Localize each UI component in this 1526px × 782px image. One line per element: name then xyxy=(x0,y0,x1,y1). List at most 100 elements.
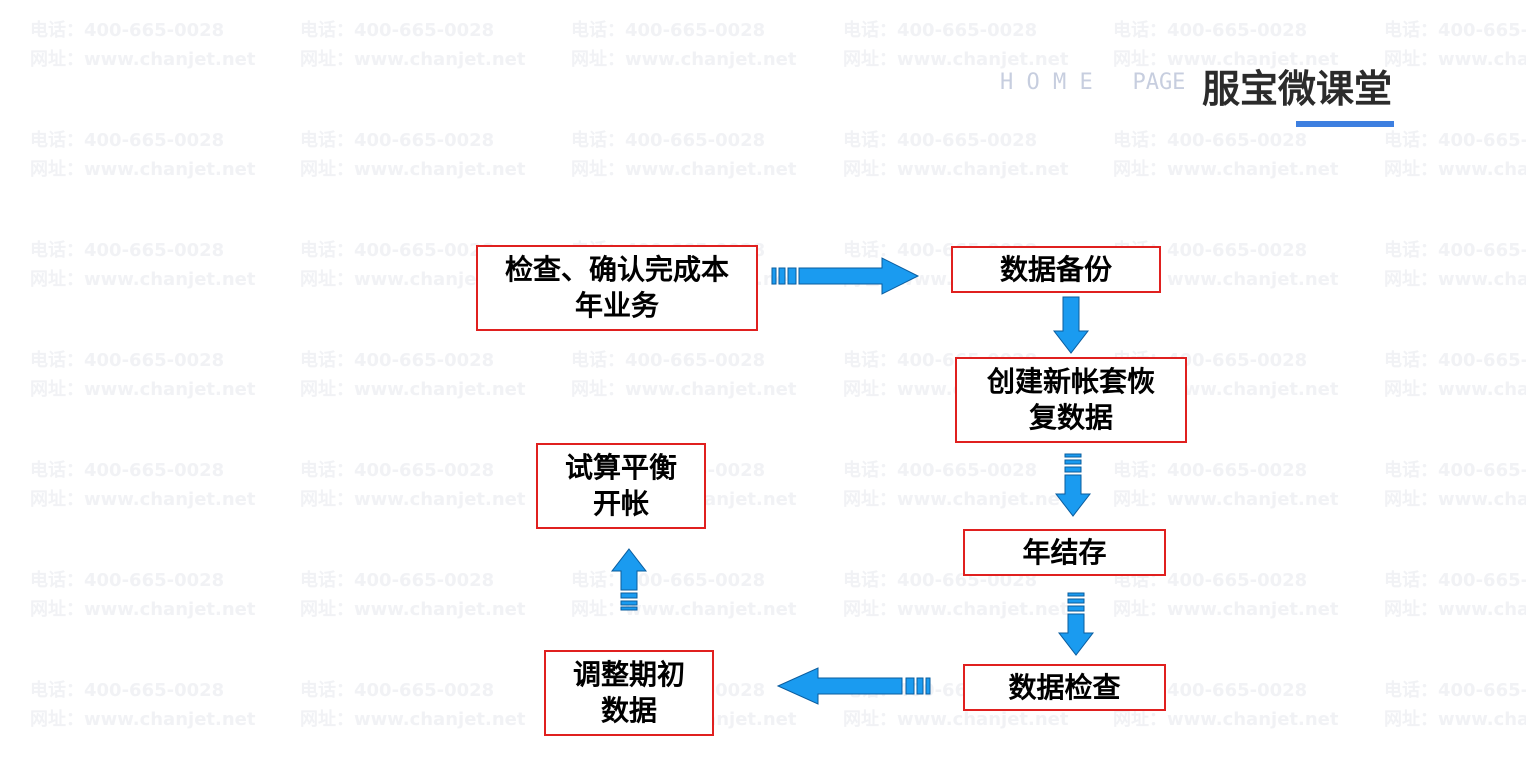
watermark-site: 网址：www.chanjet.net xyxy=(571,379,797,400)
watermark-tile: 电话：400-665-0028 网址：www.chanjet.net xyxy=(300,676,525,734)
step-create-restore-line1: 创建新帐套恢 xyxy=(986,365,1155,398)
watermark-phone: 电话：400-665-0028 xyxy=(300,570,495,591)
arrow-down-icon xyxy=(1054,453,1092,517)
watermark-tile: 电话：400-665-0028 网址：www.chanjet.net xyxy=(571,346,796,404)
watermark-tile: 电话：400-665-0028 网址：www.chanjet.net xyxy=(1384,126,1526,184)
step-adjust-opening-line2: 数据 xyxy=(600,694,657,727)
watermark-site: 网址：www.chanjet.net xyxy=(1113,599,1339,620)
arrow-down-icon xyxy=(1057,592,1095,656)
watermark-phone: 电话：400-665-0028 xyxy=(1384,350,1526,371)
step-adjust-opening: 调整期初 数据 xyxy=(544,650,714,736)
watermark-tile: 电话：400-665-0028 网址：www.chanjet.net xyxy=(30,346,255,404)
watermark-phone: 电话：400-665-0028 xyxy=(1384,20,1526,41)
watermark-tile: 电话：400-665-0028 网址：www.chanjet.net xyxy=(30,16,255,74)
watermark-site: 网址：www.chanjet.net xyxy=(1384,709,1526,730)
watermark-phone: 电话：400-665-0028 xyxy=(1384,240,1526,261)
step-trial-balance-line1: 试算平衡 xyxy=(564,451,677,484)
watermark-site: 网址：www.chanjet.net xyxy=(571,159,797,180)
step-data-check: 数据检查 xyxy=(963,664,1166,711)
watermark-phone: 电话：400-665-0028 xyxy=(300,130,495,151)
watermark-tile: 电话：400-665-0028 网址：www.chanjet.net xyxy=(1384,236,1526,294)
step-create-restore-line2: 复数据 xyxy=(1028,401,1113,434)
watermark-site: 网址：www.chanjet.net xyxy=(300,49,526,70)
watermark-site: 网址：www.chanjet.net xyxy=(1384,49,1526,70)
watermark-phone: 电话：400-665-0028 xyxy=(1384,130,1526,151)
watermark-phone: 电话：400-665-0028 xyxy=(1384,570,1526,591)
watermark-phone: 电话：400-665-0028 xyxy=(571,570,766,591)
watermark-site: 网址：www.chanjet.net xyxy=(30,49,256,70)
watermark-phone: 电话：400-665-0028 xyxy=(30,130,225,151)
title-underline xyxy=(1296,121,1394,127)
watermark-phone: 电话：400-665-0028 xyxy=(30,460,225,481)
watermark-tile: 电话：400-665-0028 网址：www.chanjet.net xyxy=(843,126,1068,184)
watermark-site: 网址：www.chanjet.net xyxy=(1384,159,1526,180)
watermark-phone: 电话：400-665-0028 xyxy=(30,680,225,701)
watermark-phone: 电话：400-665-0028 xyxy=(1384,680,1526,701)
step-check-business-line2: 年业务 xyxy=(574,289,659,322)
watermark-phone: 电话：400-665-0028 xyxy=(1113,130,1308,151)
home-page-label: H O M E PAGE xyxy=(1000,70,1186,95)
page-title: 服宝微课堂 xyxy=(1202,67,1393,111)
watermark-tile: 电话：400-665-0028 网址：www.chanjet.net xyxy=(30,456,255,514)
watermark-site: 网址：www.chanjet.net xyxy=(30,379,256,400)
watermark-site: 网址：www.chanjet.net xyxy=(843,599,1069,620)
watermark-phone: 电话：400-665-0028 xyxy=(843,460,1038,481)
watermark-site: 网址：www.chanjet.net xyxy=(1384,269,1526,290)
watermark-site: 网址：www.chanjet.net xyxy=(1384,489,1526,510)
watermark-phone: 电话：400-665-0028 xyxy=(843,20,1038,41)
watermark-site: 网址：www.chanjet.net xyxy=(30,159,256,180)
step-year-end: 年结存 xyxy=(963,529,1166,576)
watermark-phone: 电话：400-665-0028 xyxy=(300,680,495,701)
step-trial-balance-line2: 开帐 xyxy=(592,487,649,520)
watermark-site: 网址：www.chanjet.net xyxy=(30,489,256,510)
step-year-end-label: 年结存 xyxy=(1022,535,1107,569)
watermark-site: 网址：www.chanjet.net xyxy=(300,159,526,180)
watermark-tile: 电话：400-665-0028 网址：www.chanjet.net xyxy=(1384,676,1526,734)
watermark-tile: 电话：400-665-0028 网址：www.chanjet.net xyxy=(1384,16,1526,74)
arrow-left-icon xyxy=(776,667,931,705)
watermark-phone: 电话：400-665-0028 xyxy=(1384,460,1526,481)
watermark-site: 网址：www.chanjet.net xyxy=(300,709,526,730)
watermark-phone: 电话：400-665-0028 xyxy=(300,350,495,371)
step-create-restore: 创建新帐套恢 复数据 xyxy=(955,357,1187,443)
watermark-site: 网址：www.chanjet.net xyxy=(30,599,256,620)
watermark-phone: 电话：400-665-0028 xyxy=(571,350,766,371)
step-check-business-line1: 检查、确认完成本 xyxy=(504,253,729,286)
watermark-site: 网址：www.chanjet.net xyxy=(843,159,1069,180)
watermark-site: 网址：www.chanjet.net xyxy=(843,489,1069,510)
step-check-business: 检查、确认完成本 年业务 xyxy=(476,245,758,331)
arrow-down-icon xyxy=(1052,296,1090,354)
watermark-phone: 电话：400-665-0028 xyxy=(571,20,766,41)
watermark-tile: 电话：400-665-0028 网址：www.chanjet.net xyxy=(300,126,525,184)
watermark-phone: 电话：400-665-0028 xyxy=(30,20,225,41)
step-data-backup: 数据备份 xyxy=(951,246,1161,293)
watermark-phone: 电话：400-665-0028 xyxy=(300,460,495,481)
watermark-tile: 电话：400-665-0028 网址：www.chanjet.net xyxy=(300,566,525,624)
watermark-phone: 电话：400-665-0028 xyxy=(1113,460,1308,481)
watermark-site: 网址：www.chanjet.net xyxy=(300,599,526,620)
step-trial-balance: 试算平衡 开帐 xyxy=(536,443,706,529)
watermark-phone: 电话：400-665-0028 xyxy=(1113,20,1308,41)
watermark-site: 网址：www.chanjet.net xyxy=(1384,379,1526,400)
arrow-right-icon xyxy=(771,257,920,295)
watermark-phone: 电话：400-665-0028 xyxy=(843,130,1038,151)
watermark-phone: 电话：400-665-0028 xyxy=(30,570,225,591)
watermark-phone: 电话：400-665-0028 xyxy=(30,350,225,371)
arrow-up-icon xyxy=(610,548,648,611)
watermark-tile: 电话：400-665-0028 网址：www.chanjet.net xyxy=(1384,456,1526,514)
step-data-check-label: 数据检查 xyxy=(1008,670,1121,704)
watermark-tile: 电话：400-665-0028 网址：www.chanjet.net xyxy=(843,456,1068,514)
watermark-phone: 电话：400-665-0028 xyxy=(30,240,225,261)
